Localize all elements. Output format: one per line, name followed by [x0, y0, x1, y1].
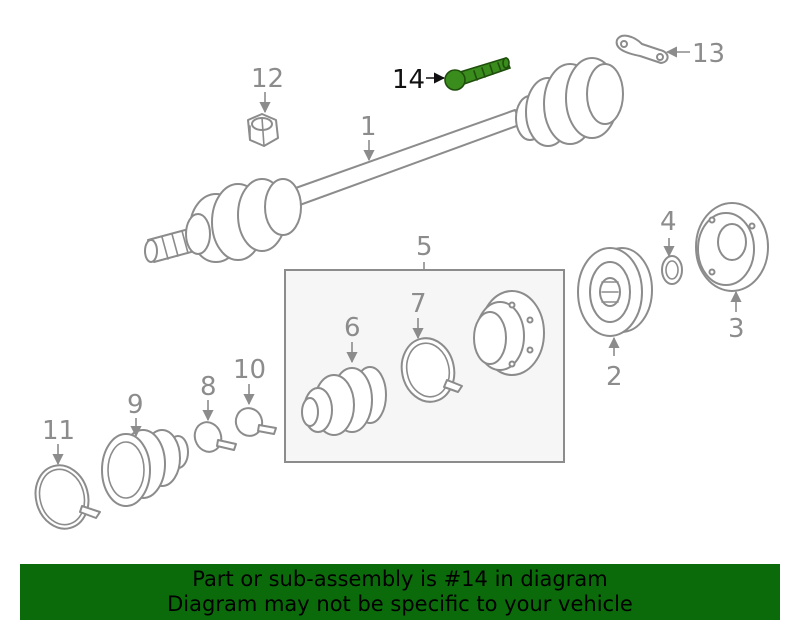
callout-8: 8 — [200, 372, 217, 402]
clamp-part-8[interactable] — [191, 418, 237, 455]
callout-14: 14 — [392, 65, 425, 95]
part-info-banner: Part or sub-assembly is #14 in diagram D… — [20, 564, 780, 620]
callout-4: 4 — [660, 207, 677, 237]
clamp-part-11[interactable] — [29, 459, 101, 534]
callout-2: 2 — [606, 362, 623, 392]
parts-diagram: 1 2 3 4 5 6 7 8 9 10 11 12 13 14 — [29, 34, 769, 534]
leader-lines — [52, 46, 742, 466]
bolt-part-14[interactable] — [444, 57, 512, 91]
seal-ring-part-4[interactable] — [661, 255, 683, 285]
clamp-part-10[interactable] — [232, 404, 277, 439]
callout-3: 3 — [728, 314, 745, 344]
flange-part-3[interactable] — [695, 202, 769, 292]
callout-12: 12 — [251, 64, 284, 94]
callout-7: 7 — [410, 289, 427, 319]
callout-9: 9 — [127, 390, 144, 420]
banner-line-part: Part or sub-assembly is #14 in diagram — [192, 567, 608, 591]
axle-shaft-assembly[interactable] — [144, 57, 624, 263]
joint-housing[interactable] — [473, 290, 545, 376]
callout-13: 13 — [692, 39, 725, 69]
callout-6: 6 — [344, 313, 361, 343]
bracket-part-13[interactable] — [615, 34, 669, 64]
callout-10: 10 — [233, 355, 266, 385]
callout-11: 11 — [42, 416, 75, 446]
callout-1: 1 — [360, 112, 377, 142]
callout-labels: 1 2 3 4 5 6 7 8 9 10 11 12 13 14 — [42, 39, 745, 446]
callout-5: 5 — [416, 232, 433, 262]
boot-part-9[interactable] — [101, 429, 189, 507]
cv-joint-part-2[interactable] — [577, 247, 653, 337]
banner-line-disclaimer: Diagram may not be specific to your vehi… — [167, 592, 633, 616]
boot-part-6[interactable] — [301, 366, 387, 436]
nut-part-12[interactable] — [247, 113, 279, 147]
